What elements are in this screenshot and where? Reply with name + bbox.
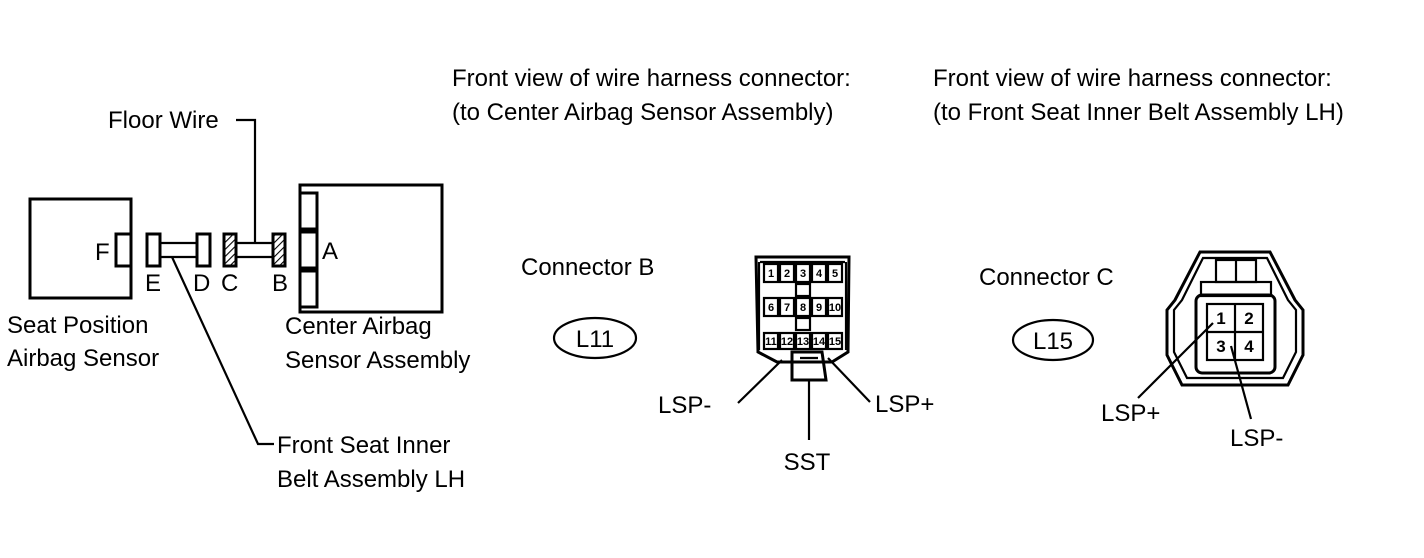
pin-label-c4: 4	[1244, 337, 1254, 356]
seat-position-sensor-box	[28, 197, 133, 300]
letter-f: F	[95, 239, 110, 266]
header-c-line1: Front view of wire harness connector:	[933, 65, 1332, 92]
connector-b-key-slot-bottom	[794, 316, 812, 332]
connector-f-shape	[114, 232, 133, 268]
pin-label-b13: 13	[797, 336, 809, 348]
pin-cell-b15	[826, 331, 844, 351]
pin-label-b9: 9	[816, 302, 822, 314]
pin-label-b4: 4	[816, 268, 823, 280]
connector-b-row2: 6 7 8 9 10	[762, 296, 844, 318]
connector-b-row1: 1 2 3 4 5	[762, 262, 844, 284]
sst-clip	[790, 350, 828, 382]
pin-label-b1: 1	[768, 268, 774, 280]
pin-cell-b13	[794, 331, 812, 351]
pin-label-b12: 12	[781, 336, 793, 348]
connector-c-shape	[222, 232, 238, 268]
pin-label-b6: 6	[768, 302, 774, 314]
pin-cell-b4	[810, 262, 828, 284]
connector-e-shape	[145, 232, 162, 268]
connector-c-code: L15	[1033, 328, 1073, 355]
pin-cell-b12	[778, 331, 796, 351]
letter-e: E	[145, 270, 161, 297]
pin-label-b10: 10	[829, 302, 841, 314]
letter-b: B	[272, 270, 288, 297]
lsp-minus-c-leader	[1229, 345, 1253, 420]
connector-b-code: L11	[576, 326, 614, 353]
connector-b-title: Connector B	[521, 254, 654, 281]
connector-b-row3: 11 12 13 14 15	[762, 331, 844, 351]
header-b-line2: (to Center Airbag Sensor Assembly)	[452, 99, 834, 126]
sst-label: SST	[784, 449, 831, 476]
lsp-minus-c-label: LSP-	[1230, 425, 1283, 452]
connector-d-shape	[195, 232, 212, 268]
pin-cell-b6	[762, 296, 780, 318]
letter-a: A	[322, 238, 338, 265]
header-b-line1: Front view of wire harness connector:	[452, 65, 851, 92]
lsp-plus-c-leader	[1137, 322, 1214, 399]
pin-label-c1: 1	[1216, 309, 1225, 328]
header-c-line2: (to Front Seat Inner Belt Assembly LH)	[933, 99, 1344, 126]
pin-cell-b8	[794, 296, 812, 318]
pin-label-b7: 7	[784, 302, 790, 314]
lsp-minus-b-leader	[737, 359, 783, 404]
pin-label-c3: 3	[1216, 337, 1225, 356]
center-sensor-label-line1: Center Airbag	[285, 313, 432, 340]
seat-sensor-label-line1: Seat Position	[7, 312, 148, 339]
pin-label-b14: 14	[813, 336, 826, 348]
pin-label-c2: 2	[1244, 309, 1253, 328]
connector-b-code-ellipse	[552, 316, 638, 360]
lsp-plus-c-label: LSP+	[1101, 400, 1160, 427]
pin-cell-b3	[794, 262, 812, 284]
pin-cell-b7	[778, 296, 796, 318]
center-connector-slot-3	[298, 269, 319, 309]
pin-cell-b2	[778, 262, 796, 284]
belt-label-line2: Belt Assembly LH	[277, 466, 465, 493]
pin-cell-b9	[810, 296, 828, 318]
letter-c: C	[221, 270, 238, 297]
pin-cell-b5	[826, 262, 844, 284]
lsp-plus-b-leader	[827, 357, 871, 403]
connector-c-cavity	[1194, 293, 1277, 375]
pin-label-b8: 8	[800, 302, 806, 314]
floor-wire-label: Floor Wire	[108, 107, 219, 134]
pin-cell-b1	[762, 262, 780, 284]
connector-b-shape	[271, 232, 287, 268]
pin-cell-b11	[762, 331, 780, 351]
connector-c-code-ellipse	[1011, 318, 1095, 362]
connector-b-key-slot-top	[794, 282, 812, 298]
pin-cell-b14	[810, 331, 828, 351]
lsp-plus-b-label: LSP+	[875, 391, 934, 418]
connector-c-inner-outline	[1172, 256, 1298, 380]
lsp-minus-b-label: LSP-	[658, 392, 711, 419]
pin-label-b3: 3	[800, 268, 806, 280]
pin-label-b15: 15	[829, 336, 841, 348]
center-sensor-label-line2: Sensor Assembly	[285, 347, 470, 374]
pin-label-b5: 5	[832, 268, 838, 280]
letter-d: D	[193, 270, 210, 297]
connector-c-title: Connector C	[979, 264, 1114, 291]
center-connector-slot-a	[298, 230, 319, 270]
pin-cell-b10	[826, 296, 844, 318]
seat-sensor-label-line2: Airbag Sensor	[7, 345, 159, 372]
pin-label-b11: 11	[765, 336, 777, 348]
pin-label-b2: 2	[784, 268, 790, 280]
center-connector-slot-1	[298, 191, 319, 231]
connector-c-housing	[1165, 250, 1305, 387]
belt-label-line1: Front Seat Inner	[277, 432, 450, 459]
belt-assembly-leader	[171, 256, 274, 446]
floor-wire-leader	[236, 118, 257, 243]
